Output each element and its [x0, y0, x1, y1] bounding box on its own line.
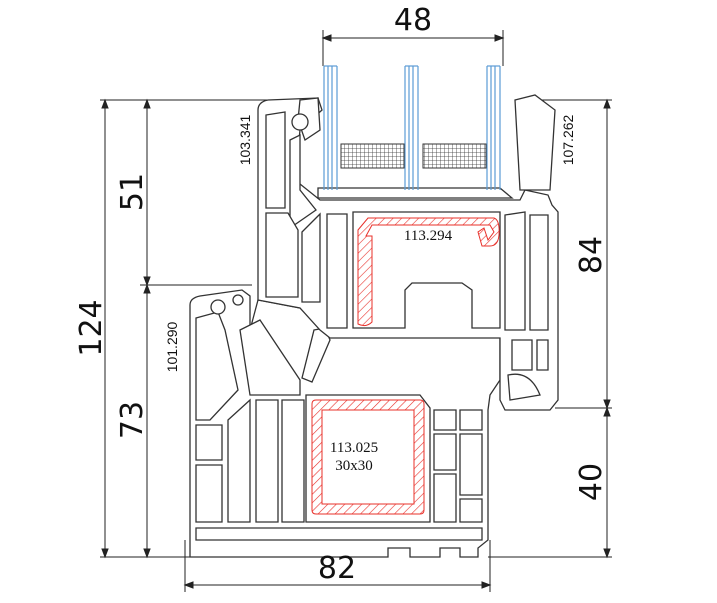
dimension-lines	[101, 34, 611, 589]
code-glazing-bead: 107.262	[560, 114, 576, 165]
dim-glass-width: 48	[394, 3, 432, 38]
glass-pane-outer	[323, 65, 338, 190]
dim-sash-height: 84	[574, 236, 609, 274]
code-sash-reinforcement: 113.294	[404, 228, 453, 244]
glass-pane-inner	[486, 65, 501, 190]
code-frame-reinforcement-size: 30x30	[335, 458, 373, 474]
glass-pane-middle	[404, 65, 419, 190]
glass-unit	[323, 65, 501, 190]
spacer-1	[340, 143, 405, 169]
dim-frame-lower: 73	[115, 401, 150, 439]
code-frame-reinforcement: 113.025	[330, 440, 378, 456]
dim-total-height: 124	[74, 299, 109, 356]
sash-steel-reinforcement	[357, 217, 500, 327]
spacer-2	[422, 143, 487, 169]
frame-steel-reinforcement	[311, 399, 425, 515]
sash-profile	[257, 94, 559, 411]
dim-frame-bottom: 40	[574, 463, 609, 501]
code-sash-gasket: 103.341	[237, 114, 253, 165]
dim-frame-width: 82	[318, 551, 356, 586]
dim-sash-upper: 51	[115, 173, 150, 211]
code-frame-gasket: 101.290	[164, 321, 180, 372]
